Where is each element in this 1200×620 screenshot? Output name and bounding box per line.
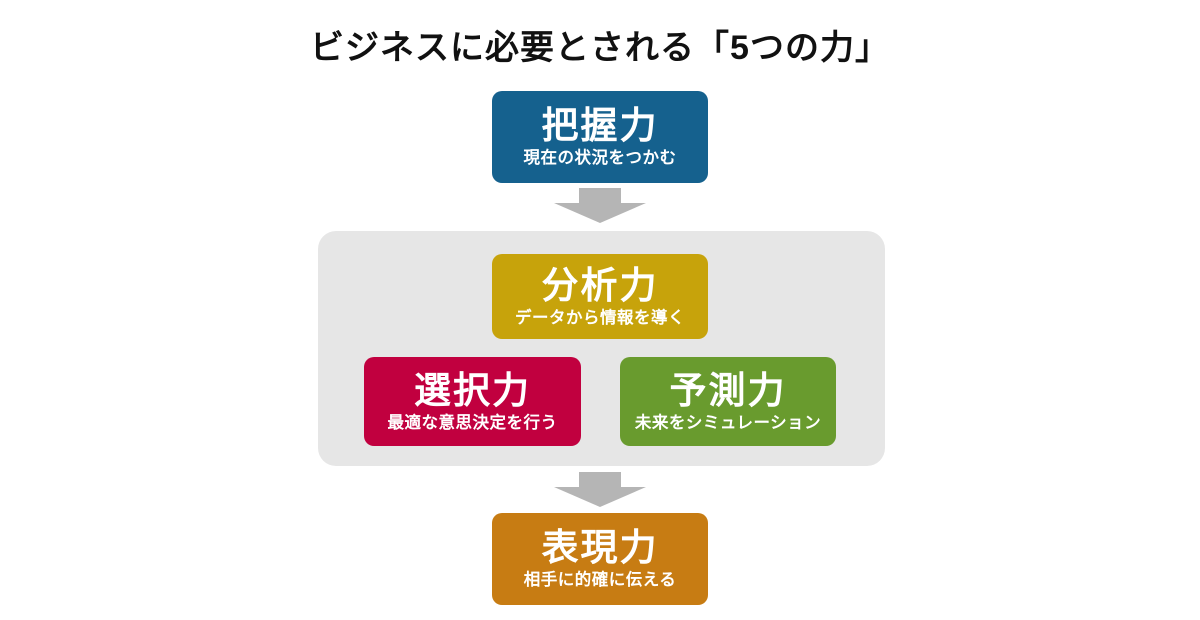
box-grasp-label: 把握力: [541, 105, 659, 147]
down-arrow-stem: [579, 472, 621, 488]
box-grasp: 把握力 現在の状況をつかむ: [492, 91, 708, 183]
box-expression-description: 相手に的確に伝える: [523, 571, 677, 590]
page-title: ビジネスに必要とされる「5つの力」: [310, 29, 890, 67]
box-selection-label: 選択力: [414, 369, 531, 411]
box-prediction-description: 未来をシミュレーション: [634, 413, 822, 432]
box-analysis-description: データから情報を導く: [515, 308, 685, 327]
box-expression: 表現力 相手に的確に伝える: [492, 513, 708, 605]
box-prediction-label: 予測力: [669, 369, 787, 411]
box-analysis: 分析力 データから情報を導く: [492, 254, 708, 339]
box-selection-description: 最適な意思決定を行う: [387, 413, 558, 432]
box-expression-label: 表現力: [541, 527, 659, 569]
down-arrow-head: [554, 203, 646, 223]
box-prediction: 予測力 未来をシミュレーション: [620, 357, 836, 446]
down-arrow-stem: [579, 188, 621, 204]
box-analysis-label: 分析力: [541, 264, 659, 306]
down-arrow-head: [554, 487, 646, 507]
box-grasp-description: 現在の状況をつかむ: [523, 149, 677, 168]
box-selection: 選択力 最適な意思決定を行う: [364, 357, 581, 446]
